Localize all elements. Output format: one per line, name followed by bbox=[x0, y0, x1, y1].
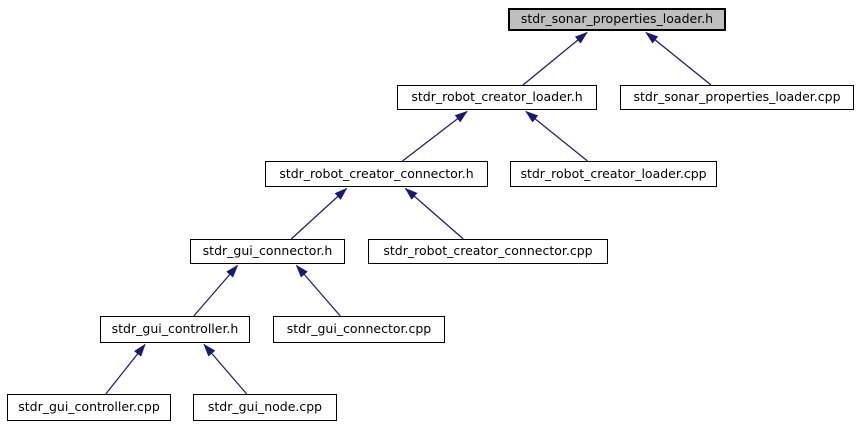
graph-node-stdr-robot-creator-connector-cpp[interactable]: stdr_robot_creator_connector.cpp bbox=[368, 239, 608, 264]
graph-node-label: stdr_sonar_properties_loader.cpp bbox=[633, 89, 841, 105]
graph-node-stdr-robot-creator-loader-h[interactable]: stdr_robot_creator_loader.h bbox=[397, 85, 597, 110]
edge-stdr-gui-connector-cpp-to-stdr-gui-connector-h bbox=[295, 264, 341, 317]
edge-stdr-gui-controller-cpp-to-stdr-gui-controller-h bbox=[105, 343, 146, 395]
graph-node-label: stdr_robot_creator_loader.h bbox=[411, 89, 583, 105]
graph-node-stdr-gui-connector-cpp[interactable]: stdr_gui_connector.cpp bbox=[273, 316, 445, 343]
edge-stdr-robot-creator-loader-cpp-to-stdr-robot-creator-loader-h bbox=[525, 110, 588, 162]
graph-node-stdr-gui-connector-h[interactable]: stdr_gui_connector.h bbox=[190, 239, 345, 264]
graph-node-stdr-gui-controller-cpp[interactable]: stdr_gui_controller.cpp bbox=[7, 394, 171, 421]
graph-node-label: stdr_robot_creator_loader.cpp bbox=[520, 165, 707, 181]
graph-node-label: stdr_gui_controller.h bbox=[111, 321, 239, 337]
graph-node-stdr-sonar-properties-loader-h[interactable]: stdr_sonar_properties_loader.h bbox=[508, 8, 726, 31]
edge-stdr-sonar-properties-loader-cpp-to-stdr-sonar-properties-loader-h bbox=[645, 31, 712, 86]
edge-stdr-gui-connector-h-to-stdr-robot-creator-connector-h bbox=[290, 187, 348, 240]
edge-stdr-robot-creator-connector-h-to-stdr-robot-creator-loader-h bbox=[402, 110, 468, 162]
edge-stdr-robot-creator-connector-cpp-to-stdr-robot-creator-connector-h bbox=[404, 187, 464, 240]
graph-node-label: stdr_gui_node.cpp bbox=[207, 399, 323, 415]
edge-stdr-robot-creator-loader-h-to-stdr-sonar-properties-loader-h bbox=[522, 31, 588, 86]
graph-node-stdr-gui-controller-h[interactable]: stdr_gui_controller.h bbox=[100, 316, 250, 343]
edge-group bbox=[105, 31, 712, 395]
graph-node-stdr-sonar-properties-loader-cpp[interactable]: stdr_sonar_properties_loader.cpp bbox=[620, 85, 854, 110]
graph-node-stdr-robot-creator-connector-h[interactable]: stdr_robot_creator_connector.h bbox=[265, 161, 488, 187]
edge-stdr-gui-controller-h-to-stdr-gui-connector-h bbox=[193, 264, 239, 317]
edge-stdr-gui-node-cpp-to-stdr-gui-controller-h bbox=[203, 343, 248, 395]
graph-node-stdr-gui-node-cpp[interactable]: stdr_gui_node.cpp bbox=[193, 394, 337, 421]
graph-node-label: stdr_gui_controller.cpp bbox=[18, 399, 160, 415]
graph-node-label: stdr_sonar_properties_loader.h bbox=[520, 11, 714, 27]
graph-node-label: stdr_robot_creator_connector.cpp bbox=[383, 243, 593, 259]
graph-node-label: stdr_gui_connector.cpp bbox=[286, 321, 432, 337]
graph-node-label: stdr_robot_creator_connector.h bbox=[279, 165, 474, 181]
graph-node-label: stdr_gui_connector.h bbox=[202, 243, 333, 259]
graph-node-stdr-robot-creator-loader-cpp[interactable]: stdr_robot_creator_loader.cpp bbox=[510, 161, 717, 187]
